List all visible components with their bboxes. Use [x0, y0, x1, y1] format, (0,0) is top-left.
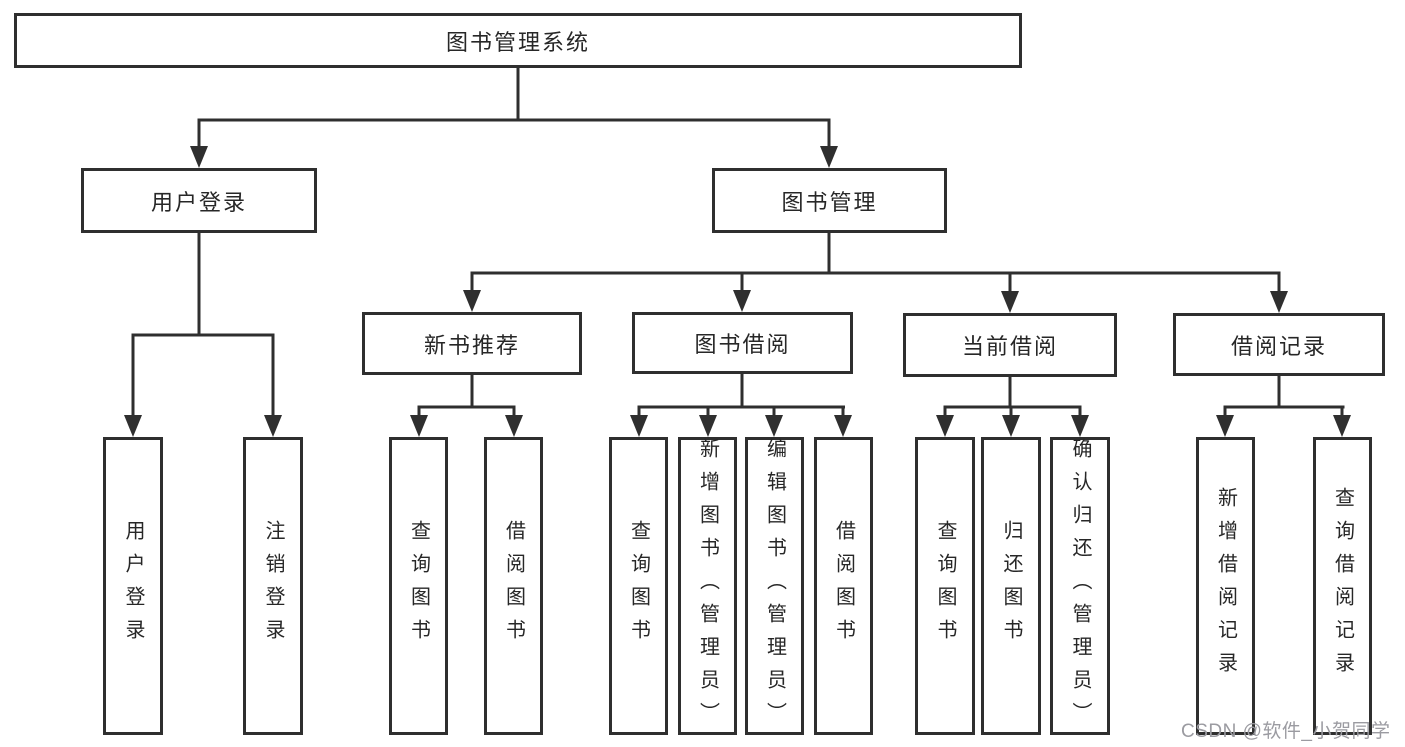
- node-book-management-label: 图书管理: [781, 189, 878, 215]
- leaf-user-login: 用户登录: [103, 437, 163, 735]
- node-user-login: 用户登录: [81, 168, 317, 233]
- leaf-current-confirm-return-admin: 确认归还（管理员）: [1050, 437, 1110, 735]
- node-library-management-system-label: 图书管理系统: [445, 29, 590, 55]
- connector-root-to-level2: [190, 68, 838, 168]
- connector-book-borrow-children: [630, 374, 852, 437]
- connector-borrow-records-children: [1216, 376, 1351, 437]
- leaf-current-return-books-label: 归还图书: [1000, 520, 1022, 652]
- node-current-borrow-label: 当前借阅: [961, 334, 1058, 359]
- leaf-borrow-edit-books-admin-label: 编辑图书（管理员）: [763, 437, 786, 735]
- leaf-records-add-record-label: 新增借阅记录: [1214, 487, 1237, 685]
- node-book-borrow-label: 图书借阅: [694, 332, 791, 357]
- leaf-newbooks-query-books: 查询图书: [389, 437, 448, 735]
- leaf-logout-login: 注销登录: [243, 437, 303, 735]
- leaf-logout-login-label: 注销登录: [262, 520, 284, 652]
- connector-book-management-to-level3: [463, 233, 1288, 313]
- connector-new-books-children: [410, 375, 523, 437]
- leaf-current-query-books: 查询图书: [915, 437, 975, 735]
- leaf-current-return-books: 归还图书: [981, 437, 1041, 735]
- leaf-records-query-record-label: 查询借阅记录: [1331, 487, 1354, 685]
- leaf-records-query-record: 查询借阅记录: [1313, 437, 1372, 735]
- node-borrow-records-label: 借阅记录: [1230, 333, 1327, 359]
- leaf-newbooks-borrow-books-label: 借阅图书: [502, 520, 525, 652]
- leaf-newbooks-query-books-label: 查询图书: [407, 520, 430, 652]
- leaf-records-add-record: 新增借阅记录: [1196, 437, 1255, 735]
- leaf-user-login-label: 用户登录: [122, 520, 144, 652]
- connector-current-borrow-children: [936, 377, 1089, 437]
- node-new-books-label: 新书推荐: [423, 332, 520, 358]
- node-book-management: 图书管理: [712, 168, 947, 233]
- leaf-current-confirm-return-admin-label: 确认归还（管理员）: [1069, 437, 1091, 735]
- node-user-login-label: 用户登录: [150, 189, 247, 215]
- leaf-borrow-add-books-admin-label: 新增图书（管理员）: [696, 437, 719, 735]
- leaf-borrow-edit-books-admin: 编辑图书（管理员）: [745, 437, 804, 735]
- node-borrow-records: 借阅记录: [1173, 313, 1385, 376]
- node-book-borrow: 图书借阅: [632, 312, 853, 374]
- leaf-newbooks-borrow-books: 借阅图书: [484, 437, 543, 735]
- leaf-borrow-add-books-admin: 新增图书（管理员）: [678, 437, 737, 735]
- leaf-current-query-books-label: 查询图书: [934, 520, 956, 652]
- connector-user-login-children: [124, 233, 282, 437]
- leaf-borrow-borrow-books: 借阅图书: [814, 437, 873, 735]
- node-current-borrow: 当前借阅: [903, 313, 1117, 377]
- leaf-borrow-query-books-label: 查询图书: [627, 520, 650, 652]
- node-new-books: 新书推荐: [362, 312, 582, 375]
- csdn-watermark: CSDN @软件_小贺同学: [1181, 721, 1391, 742]
- leaf-borrow-query-books: 查询图书: [609, 437, 668, 735]
- node-library-management-system: 图书管理系统: [14, 13, 1022, 68]
- leaf-borrow-borrow-books-label: 借阅图书: [832, 520, 855, 652]
